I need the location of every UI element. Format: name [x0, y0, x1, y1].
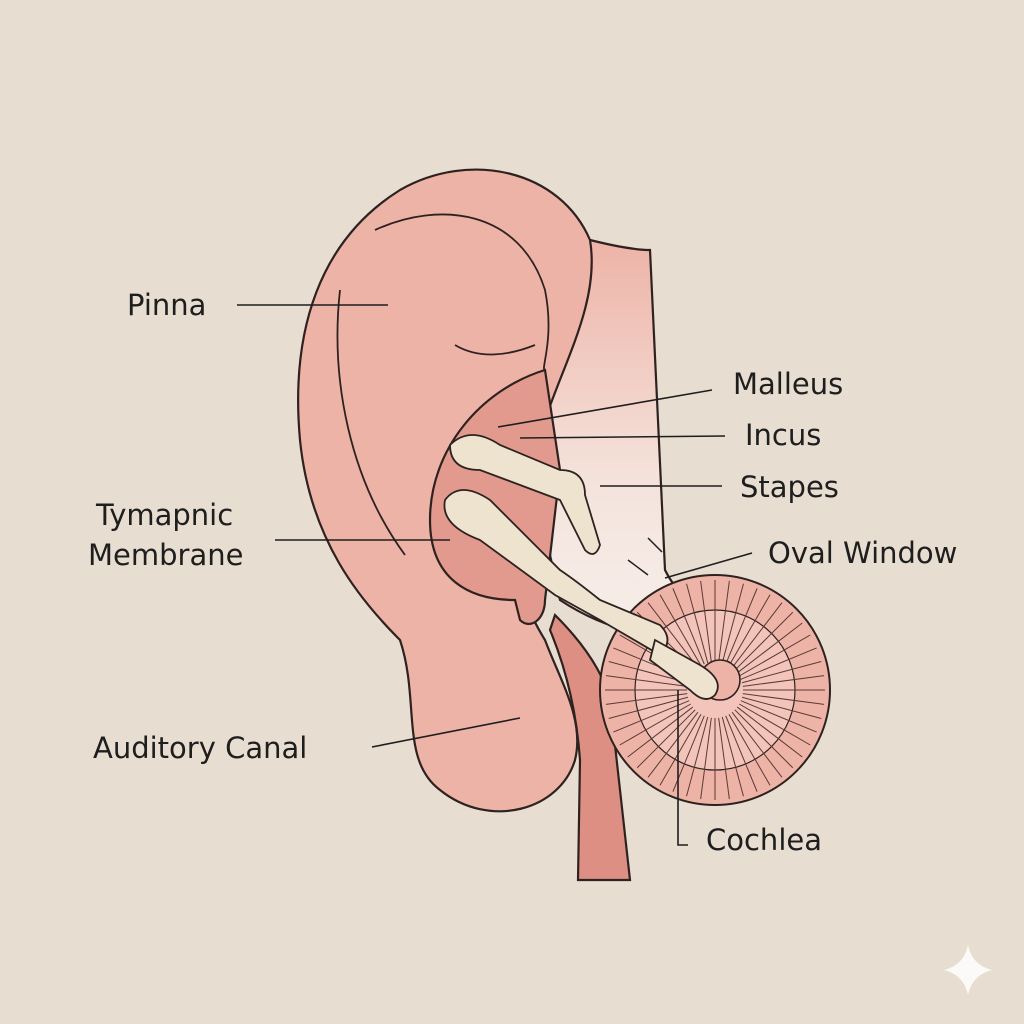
- malleus-leader: [497, 389, 713, 428]
- eustachian-tube: [548, 612, 632, 882]
- oval-window-leader: [664, 552, 753, 579]
- cochlea-spoke: [686, 583, 709, 664]
- cochlea-spoke: [613, 700, 690, 733]
- cochlea-spoke: [740, 700, 817, 733]
- cochlea-spoke: [721, 583, 744, 664]
- cochlea-spoke: [608, 696, 689, 719]
- helix-rim: [374, 213, 550, 371]
- label-auditory-canal: Auditory Canal: [93, 731, 307, 765]
- cochlea-spoke: [700, 580, 712, 663]
- cochlea-spoke: [725, 588, 758, 665]
- cochlea-spoke: [736, 622, 803, 674]
- cochlea-spoke: [736, 706, 803, 758]
- cochlea-spoke: [605, 693, 688, 705]
- cochlea-spoke: [740, 647, 817, 680]
- cochlea-spoke: [728, 594, 771, 667]
- cochlea-spoke: [731, 602, 783, 669]
- antihelix: [336, 289, 406, 556]
- label-cochlea: Cochlea: [706, 823, 822, 857]
- cochlea-spoke: [725, 715, 758, 792]
- cochlea-spoke: [734, 611, 794, 671]
- cochlea-spoke: [659, 594, 702, 667]
- ossicles: [443, 434, 719, 700]
- cochlea-spoke: [605, 675, 688, 687]
- stapes-bone: [648, 638, 719, 700]
- cochlea-spoke: [619, 703, 692, 746]
- cochlea-spoke: [647, 602, 699, 669]
- cochlea-spoke: [647, 711, 699, 778]
- cochlea-spoke: [659, 713, 702, 786]
- sparkle-icon: [944, 945, 992, 995]
- cochlea-spoke: [627, 706, 694, 758]
- oval-window-arrows: [627, 537, 663, 576]
- antihelix-fold: [454, 344, 536, 356]
- label-malleus: Malleus: [733, 367, 843, 401]
- cochlea-spoke: [738, 634, 811, 677]
- cochlea-spoke: [672, 588, 705, 665]
- cochlea-spoke: [636, 709, 696, 769]
- incus-leader: [519, 435, 726, 439]
- cochlea-spoke: [741, 696, 822, 719]
- cochlea-spoke: [728, 713, 771, 786]
- label-tympanic-line2: Membrane: [88, 538, 243, 572]
- cochlea-spoke: [700, 717, 712, 800]
- cochlea-spoke: [742, 693, 825, 705]
- cochlea-leader: [677, 690, 688, 846]
- label-oval-window: Oval Window: [768, 536, 957, 570]
- label-incus: Incus: [745, 418, 821, 452]
- cochlea-spoke: [731, 711, 783, 778]
- malleus-bone: [449, 434, 601, 555]
- cochlea-spoke: [734, 709, 794, 769]
- auditory-canal-leader: [371, 717, 521, 748]
- cochlea-spoke: [738, 703, 811, 746]
- cochlea-spoke: [721, 716, 744, 797]
- cochlea-spoke: [741, 661, 822, 684]
- label-tympanic-line1: Tymapnic: [95, 498, 233, 532]
- cochlea-spoke: [742, 675, 825, 687]
- cochlea-spoke: [686, 716, 709, 797]
- incus-bone: [443, 489, 669, 657]
- cochlea-spoke: [718, 717, 730, 800]
- cochlea-spoke: [718, 580, 730, 663]
- label-stapes: Stapes: [740, 470, 839, 504]
- label-pinna: Pinna: [127, 288, 206, 322]
